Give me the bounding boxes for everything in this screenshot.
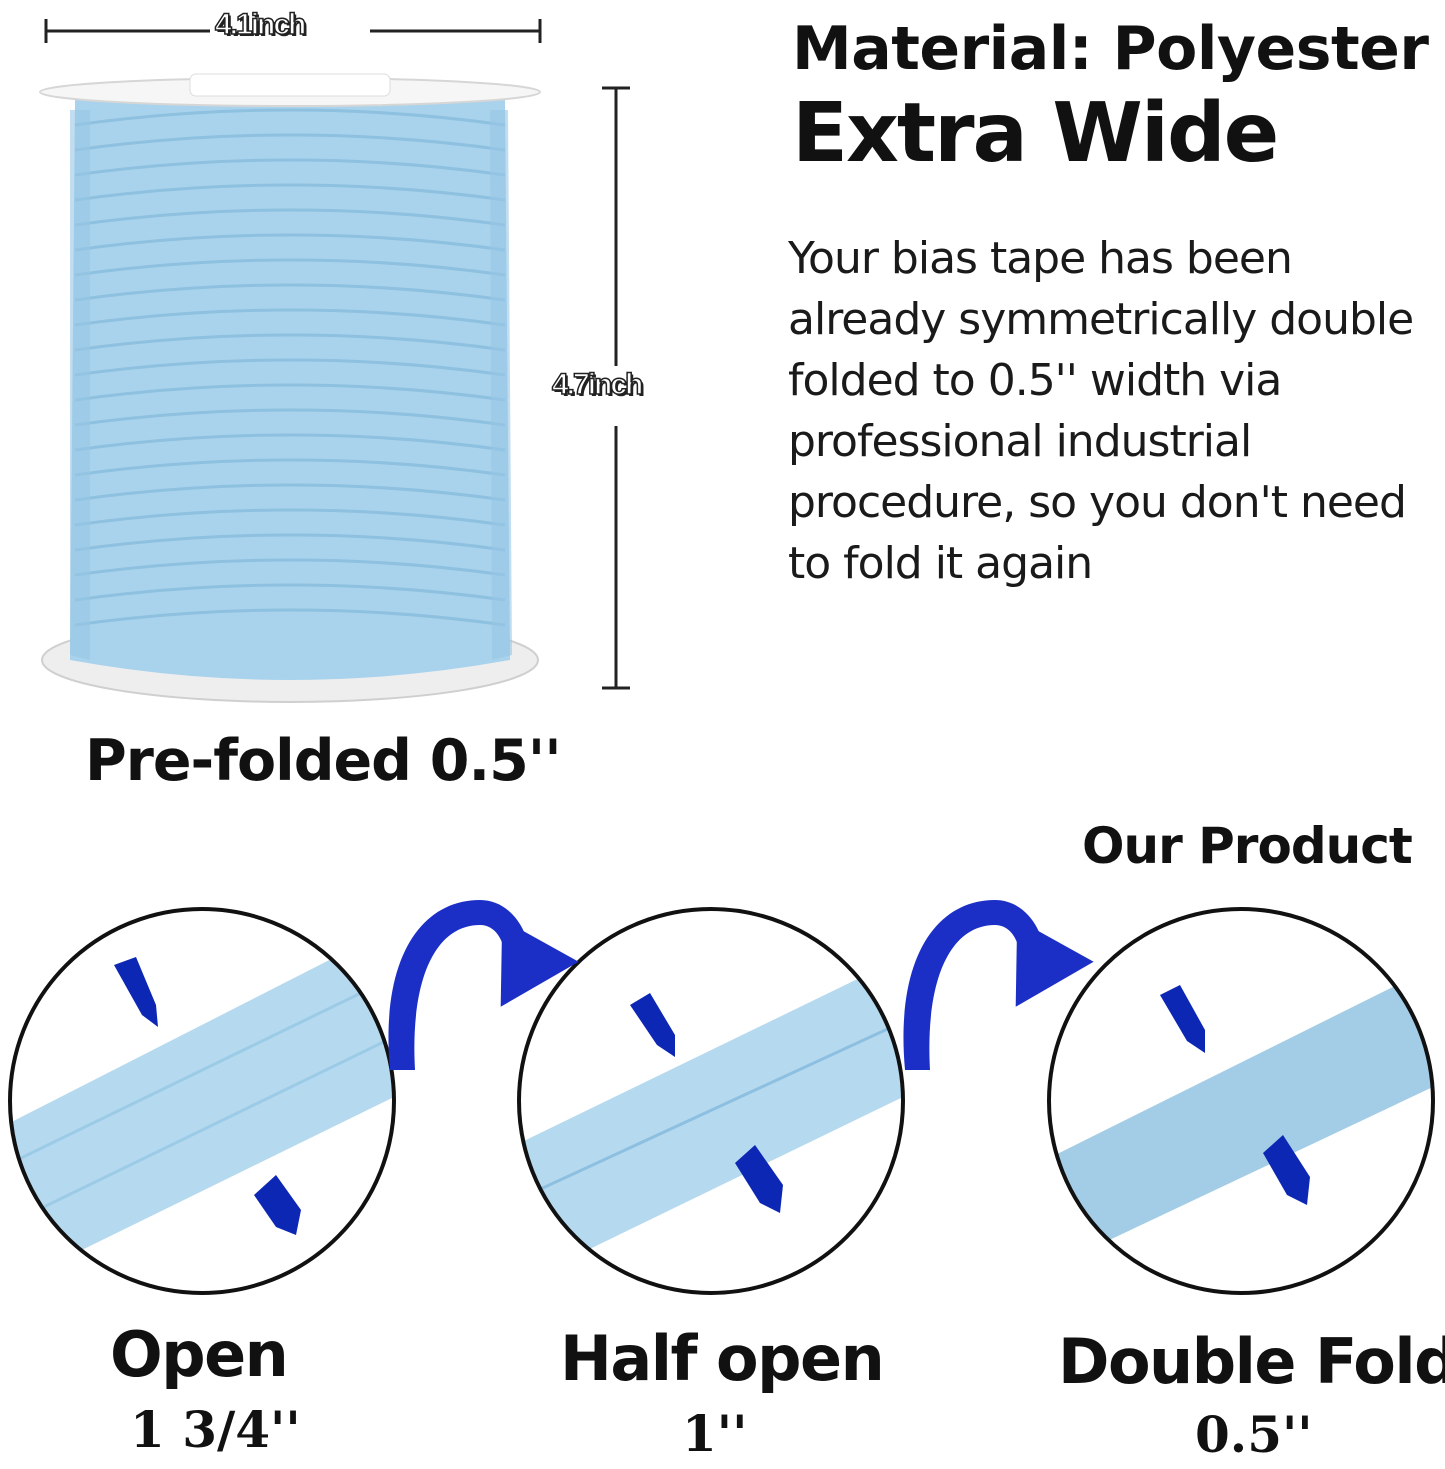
height-dimension-label: 4.7inch: [551, 367, 644, 402]
stage-half-open-size: 1'': [682, 1404, 748, 1463]
material-title: Material: Polyester: [792, 14, 1429, 84]
stage-double-fold-name: Double Fold: [1058, 1325, 1445, 1398]
height-dimension-line: [602, 86, 630, 690]
stage-open-size: 1 3/4'': [130, 1400, 301, 1459]
width-dimension-line: [44, 19, 542, 43]
bias-tape-spool-image: [39, 73, 541, 703]
stage-open-name: Open: [110, 1318, 289, 1391]
half-open-tape-circle-image: [517, 907, 905, 1295]
stage-half-open-name: Half open: [560, 1322, 885, 1395]
double-fold-tape-circle-image: [1047, 907, 1435, 1295]
stage-double-fold-size: 0.5'': [1195, 1405, 1313, 1464]
curved-arrow-icon: [903, 900, 1094, 1070]
open-tape-circle-image: [8, 907, 396, 1295]
curved-arrow-icon: [388, 900, 579, 1070]
width-dimension-label: 4.1inch: [214, 7, 307, 42]
our-product-label: Our Product: [1082, 817, 1413, 875]
product-description: Your bias tape has been already symmetri…: [788, 233, 1414, 589]
extra-wide-title: Extra Wide: [792, 86, 1279, 181]
prefolded-label: Pre-folded 0.5'': [85, 728, 562, 794]
